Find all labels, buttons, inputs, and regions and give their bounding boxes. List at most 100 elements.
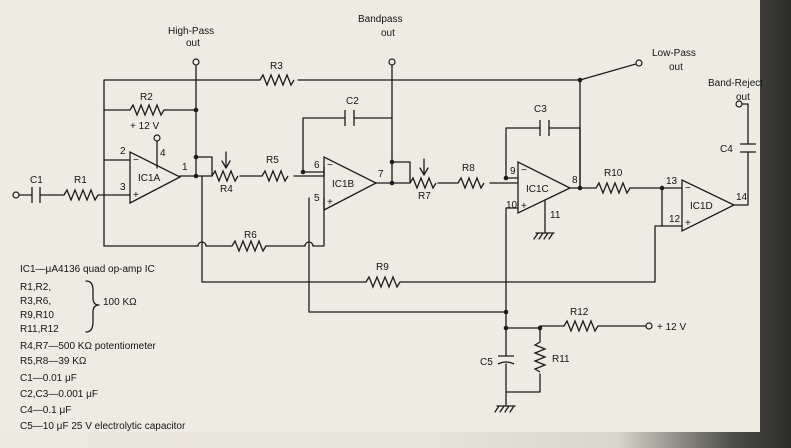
bandpass-out-label: out: [381, 28, 395, 39]
lowpass-terminal: [635, 59, 643, 67]
bom-brace: [85, 280, 100, 333]
label-ic1a: IC1A: [138, 173, 161, 184]
bandreject-label: Band-Reject: [708, 78, 763, 89]
resistor-r9: [365, 275, 401, 289]
pin-ic1b-6: 6: [314, 160, 320, 171]
label-r10: R10: [604, 168, 623, 179]
resistor-r2: [129, 103, 165, 117]
supply-label-r12: + 12 V: [657, 322, 687, 333]
resistor-r8: [457, 176, 485, 190]
label-r6: R6: [244, 230, 257, 241]
bom-c1: C1—0.01 μF: [20, 373, 77, 384]
highpass-label: High-Pass: [168, 26, 214, 37]
ground-symbol-ic1c: [533, 232, 555, 240]
wire-r6: [103, 159, 325, 247]
potentiometer-r7: [409, 176, 437, 190]
wire-r3-left: [103, 79, 197, 161]
label-c1: C1: [30, 175, 43, 186]
wire-ic1d-out: [733, 151, 749, 206]
wire-r4-top: [195, 156, 213, 177]
junction: [389, 159, 395, 165]
bom-c5: C5—10 μF 25 V electrolytic capacitor: [20, 421, 186, 432]
bandreject-terminal: [735, 100, 743, 108]
pin-ic1c-8: 8: [572, 175, 578, 186]
bom-r5-r8: R5,R8—39 KΩ: [20, 356, 87, 367]
capacitor-c3: [539, 120, 550, 136]
label-c4: C4: [720, 144, 733, 155]
junction: [389, 180, 395, 186]
input-terminal: [12, 191, 20, 199]
lowpass-label: Low-Pass: [652, 48, 696, 59]
junction: [300, 169, 306, 175]
lowpass-out-label: out: [669, 62, 683, 73]
wire-ic1b-inv: [302, 166, 325, 173]
bom-group-line-2: R3,R6,: [20, 296, 51, 307]
bandreject-out-label: out: [736, 92, 750, 103]
capacitor-c5: [497, 355, 515, 365]
bom-group-value: 100 KΩ: [103, 297, 137, 308]
pin-ic1a-1: 1: [182, 162, 188, 173]
junction: [193, 107, 199, 113]
supply-label-ic1a: + 12 V: [130, 121, 160, 132]
junction: [503, 309, 509, 315]
junction: [503, 175, 509, 181]
label-r9: R9: [376, 262, 389, 273]
paper-sheet: [0, 0, 760, 432]
resistor-r3: [259, 73, 295, 87]
label-c2: C2: [346, 96, 359, 107]
resistor-r11: [533, 341, 547, 373]
junction: [577, 77, 583, 83]
bom-group-line-1: R1,R2,: [20, 282, 51, 293]
wire-r5: [239, 171, 325, 177]
junction: [659, 185, 665, 191]
label-r8: R8: [462, 163, 475, 174]
junction: [577, 185, 583, 191]
bom-c4: C4—0.1 μF: [20, 405, 71, 416]
ic1b-plus: +: [327, 197, 333, 208]
label-ic1d: IC1D: [690, 201, 713, 212]
pin-ic1a-2: 2: [120, 146, 126, 157]
capacitor-c1: [31, 187, 41, 203]
op-amp-ic1c: [517, 160, 572, 215]
label-c3: C3: [534, 104, 547, 115]
resistor-r6: [231, 239, 267, 253]
junction: [503, 325, 509, 331]
label-r4: R4: [220, 184, 233, 195]
op-amp-ic1b: [323, 155, 378, 212]
resistor-r1: [63, 188, 99, 202]
ic1d-plus: +: [685, 218, 691, 229]
bandpass-label: Bandpass: [358, 14, 402, 25]
op-amp-ic1a: [129, 150, 182, 205]
label-ic1b: IC1B: [332, 179, 355, 190]
capacitor-c4: [740, 143, 756, 153]
capacitor-c2: [344, 110, 355, 126]
label-r5: R5: [266, 155, 279, 166]
highpass-out-label: out: [186, 38, 200, 49]
junction: [193, 154, 199, 160]
label-r2: R2: [140, 92, 153, 103]
bom-ic: IC1—μA4136 quad op-amp IC: [20, 264, 155, 275]
r4-wiper-arrow: [221, 160, 231, 169]
pin-ic1d-14: 14: [736, 192, 748, 203]
bandpass-terminal: [388, 58, 396, 66]
resistor-r5: [261, 169, 289, 183]
wire-c2: [302, 117, 393, 173]
r7-wiper-arrow: [419, 167, 429, 176]
ic1b-minus: −: [327, 160, 333, 171]
ic1a-plus: +: [133, 190, 139, 201]
pin-ic1a-4: 4: [160, 148, 166, 159]
ic1a-minus: −: [133, 155, 139, 166]
ic1d-minus: −: [685, 183, 691, 194]
pin-ic1d-12: 12: [669, 214, 681, 225]
potentiometer-r4: [211, 169, 239, 183]
ic1c-plus: +: [521, 201, 527, 212]
label-c5: C5: [480, 357, 493, 368]
wire-r11: [505, 327, 541, 393]
pin-ic1b-5: 5: [314, 193, 320, 204]
pin-ic1c-11: 11: [550, 210, 561, 221]
wire-r7-top: [391, 161, 411, 184]
label-r3: R3: [270, 61, 283, 72]
highpass-terminal: [192, 58, 200, 66]
